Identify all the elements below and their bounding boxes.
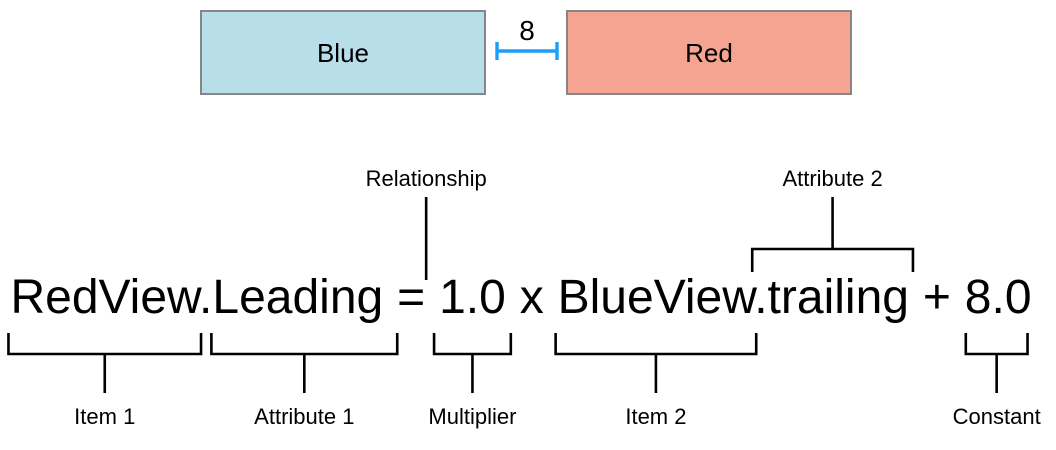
red-view-rect: Red (566, 10, 852, 95)
equation-plus: + (922, 271, 951, 324)
equation-relationship: = (397, 271, 426, 324)
equation-attribute1: Leading (212, 271, 384, 324)
attribute2-label: Attribute 2 (782, 166, 883, 191)
blue-view-label: Blue (316, 37, 370, 68)
relationship-label: Relationship (365, 166, 487, 191)
attribute1-label: Attribute 1 (254, 404, 355, 429)
item2-label: Item 2 (625, 404, 687, 429)
equation-times: x (519, 271, 544, 324)
red-view-label: Red (685, 37, 733, 68)
equation-constant: 8.0 (964, 271, 1032, 324)
equation-attribute2: .trailing (754, 271, 909, 324)
blue-view-rect: Blue (200, 10, 486, 95)
constant-label: Constant (952, 404, 1041, 429)
spacing-value-label: 8 (519, 15, 535, 46)
equation-multiplier: 1.0 (439, 271, 506, 324)
equation-dot: . (199, 271, 213, 324)
item1-label: Item 1 (74, 404, 136, 429)
equation-item1: RedView (10, 271, 200, 324)
equation-item2: BlueView (557, 271, 755, 324)
multiplier-label: Multiplier (428, 404, 517, 429)
